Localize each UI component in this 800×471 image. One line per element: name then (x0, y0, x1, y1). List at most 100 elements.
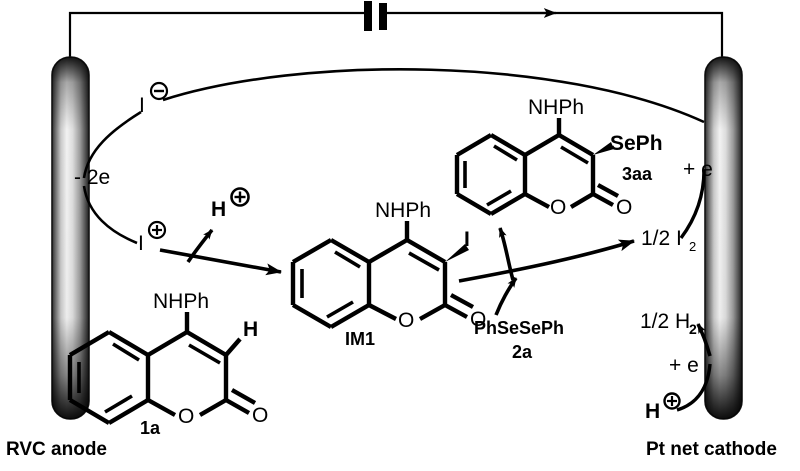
pt-net-cathode-electrode (704, 56, 743, 420)
iodonium-symbol: I (138, 232, 144, 255)
bond-benzo-inner-2 (486, 189, 512, 207)
molecule-im1: O O NHPh I IM1 (290, 199, 486, 349)
proton-symbol: H (211, 198, 226, 221)
nhph-label-im1: NHPh (375, 199, 431, 222)
label-half-hydrogen: 1/2 H 2 (640, 310, 697, 337)
bond-benzo-5 (329, 238, 371, 264)
anode-caption: RVC anode (6, 439, 107, 460)
bond-benzo-2 (291, 303, 333, 329)
bond-carbonyl-2 (596, 183, 620, 198)
bond-benzo-3 (107, 398, 150, 425)
rvc-anode-electrode (51, 56, 90, 420)
circuit-wiring (68, 8, 724, 57)
half-hydrogen-subscript: 2 (689, 321, 697, 337)
plus-circle-icon (147, 220, 167, 240)
bond-c3c4-double (188, 343, 221, 365)
label-iodonium-cation: I (138, 220, 167, 255)
bond-pyranone-4 (418, 303, 447, 321)
bond-pyranone-1 (367, 238, 409, 264)
bond-benzo-inner-2 (326, 300, 354, 319)
seph-substituent-label: SePh (610, 132, 663, 155)
wedge-bond-c3-i (445, 244, 469, 262)
label-proton-cathode: H (645, 392, 681, 423)
molecule-label-3aa: 3aa (622, 164, 653, 184)
iodide-transport-curve (162, 68, 705, 124)
bond-benzo-inner-2 (104, 394, 133, 414)
plus-circle-icon (230, 187, 250, 207)
molecule-label-1a: 1a (140, 418, 161, 438)
half-iodine-subscript: 2 (689, 239, 696, 254)
reagent-id-label: 2a (512, 342, 533, 362)
bond-benzo-5 (489, 133, 527, 157)
battery-short-plate (379, 3, 387, 30)
reagent-formula-label: PhSeSePh (474, 318, 564, 338)
ring-oxygen-label: O (398, 309, 414, 332)
bond-c3-h (224, 337, 242, 357)
bond-benzo-6 (68, 330, 111, 357)
arrow-im1-to-iodine (458, 239, 635, 283)
minus-circle-icon (149, 81, 169, 101)
label-proton-anode: H (211, 187, 250, 221)
bond-benzo-2 (68, 398, 111, 425)
bond-pyranone-2 (405, 238, 447, 264)
curve-iodide-to-cathode (162, 68, 705, 124)
half-hydrogen-formula: 1/2 H (640, 310, 690, 333)
molecule-1a: O O NHPh H 1a (67, 290, 268, 438)
bond-benzo-6 (291, 238, 333, 264)
bond-pyranone-2 (557, 133, 595, 157)
bond-carbonyl-1 (591, 192, 615, 207)
bond-pyranone-5 (523, 192, 551, 209)
bond-pyranone-5 (146, 398, 177, 417)
plus-circle-icon (663, 392, 681, 410)
bond-c3c4-double (408, 251, 440, 272)
bond-carbonyl-2 (230, 388, 257, 405)
bond-benzo-5 (107, 330, 150, 357)
curve-iodide-to-anode (82, 110, 142, 179)
bond-pyranone-1 (523, 133, 561, 157)
arrow-reagent-phsesph (494, 277, 518, 316)
cathode-electron-label-lower: + e (669, 354, 699, 377)
curve-proton-to-cathode (676, 363, 712, 412)
anode-electron-label: - 2e (74, 166, 110, 189)
bond-benzo-inner-3 (112, 342, 140, 362)
bond-carbonyl-1 (224, 398, 251, 415)
iodide-symbol: I (139, 94, 145, 117)
nhph-label-3aa: NHPh (528, 96, 584, 119)
bond-pyranone-4 (569, 192, 595, 209)
arrow-1a-to-im1 (159, 248, 282, 276)
bond-pyranone-5 (367, 303, 398, 321)
label-iodide-anion: I (139, 81, 169, 117)
bond-carbonyl-1 (443, 303, 469, 319)
wedge-bond-c3-se (593, 142, 614, 155)
battery-long-plate (364, 1, 372, 31)
curve-iodine-to-cathode (679, 169, 706, 240)
iodine-substituent-label: I (464, 228, 470, 251)
bond-c3c4-double (560, 145, 589, 165)
anode-oxidation-curves (82, 110, 142, 245)
molecule-label-im1: IM1 (345, 329, 375, 349)
ring-oxygen-label: O (550, 196, 566, 219)
wire-anode-to-battery (68, 11, 364, 57)
bond-benzo-3 (329, 303, 371, 329)
label-half-iodine: 1/2 I 2 (641, 227, 696, 254)
carbonyl-oxygen-label: O (616, 196, 632, 219)
cathode-proton-symbol: H (645, 400, 660, 423)
cathode-electron-label-upper: + e (683, 158, 713, 181)
arrow-cathode-to-hydrogen (696, 323, 712, 357)
bond-pyranone-1 (146, 330, 189, 357)
arrow-im1-to-3aa (498, 227, 515, 281)
bond-benzo-2 (455, 192, 493, 216)
ring-oxygen-label: O (178, 405, 194, 428)
wire-battery-to-cathode (387, 11, 724, 57)
bond-benzo-inner-3 (334, 250, 361, 269)
bond-pyranone-2 (185, 330, 228, 357)
bond-benzo-inner-3 (493, 144, 518, 162)
curve-anode-to-iodonium (82, 185, 138, 245)
h-substituent-label: H (243, 318, 258, 341)
battery-symbol (364, 1, 387, 31)
molecule-3aa: O O NHPh SePh 3aa (454, 96, 663, 219)
bond-benzo-3 (489, 192, 527, 216)
nhph-label-1a: NHPh (153, 290, 209, 313)
